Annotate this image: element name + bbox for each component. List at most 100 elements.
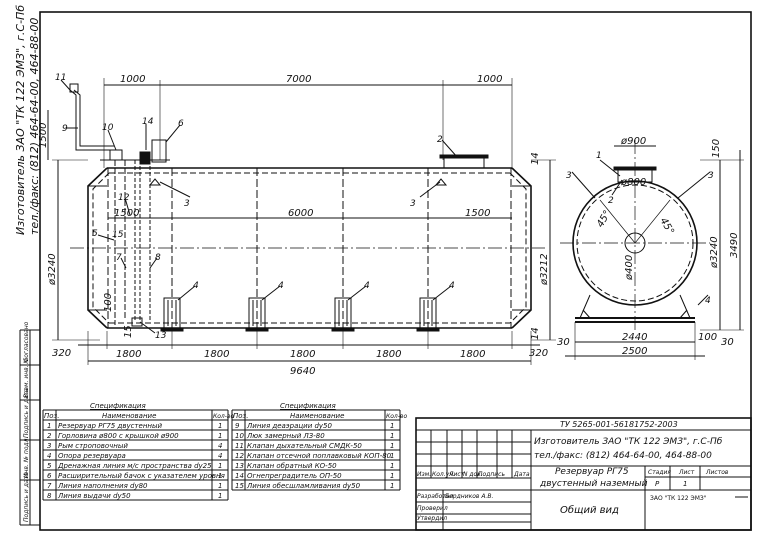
change-header-ndok: N док. xyxy=(463,471,483,478)
maker-line1: Изготовитель ЗАО "ТК 122 ЭМЗ", г.С-Пб xyxy=(534,437,723,447)
spec-right-row-pos: 9 xyxy=(235,422,240,430)
support-2 xyxy=(245,297,269,332)
spec-left-row-pos: 2 xyxy=(47,432,52,440)
callout-end-2: 2 xyxy=(608,196,614,206)
dim-bot-1800-d: 1800 xyxy=(376,349,401,360)
sheets-header: Листов xyxy=(705,469,729,476)
dim-d3212: ø3212 xyxy=(539,253,550,286)
spec-right-row-name: Клапан дыхательный СМДК-50 xyxy=(247,442,362,450)
spec-right-row-qty: 1 xyxy=(390,432,394,440)
spec-right-row-qty: 1 xyxy=(390,482,394,490)
spec-right-title: Спецификация xyxy=(280,402,336,410)
change-header-kol: Кол.уч. xyxy=(432,471,455,478)
dim-end-2500: 2500 xyxy=(622,346,647,357)
lifting-eye-right xyxy=(434,178,448,186)
spec-right-row-pos: 15 xyxy=(235,482,244,490)
change-header-sign: Подпись xyxy=(478,471,505,478)
dim-100: 100 xyxy=(103,293,114,312)
sheet-value: 1 xyxy=(683,480,687,488)
dim-end-3490: 3490 xyxy=(729,233,740,258)
spec-left-row-pos: 5 xyxy=(47,462,52,470)
manhole xyxy=(439,154,489,169)
sheet-frame xyxy=(39,11,752,531)
spec-left-row-name: Резервуар РГ75 двустенный xyxy=(58,422,163,430)
spec-left-row-qty: 4 xyxy=(218,442,222,450)
strip-label-4: Инв. № подл. xyxy=(23,437,30,478)
spec-left-row-qty: 1 xyxy=(218,492,222,500)
dim-end-d3240: ø3240 xyxy=(709,236,720,269)
side-maker-line1: Изготовитель ЗАО "ТК 122 ЭМЗ", г.С-Пб xyxy=(14,5,27,235)
callout-4-a: 4 xyxy=(193,281,199,291)
dim-end-d800: ø800 xyxy=(620,177,646,188)
spec-left-row-qty: 1 xyxy=(218,432,222,440)
callout-8: 8 xyxy=(155,253,161,263)
change-header-izm: Изм. xyxy=(417,471,431,478)
callout-11: 11 xyxy=(55,73,66,83)
dim-14-bottom: 14 xyxy=(530,327,541,340)
spec-left-row-name: Линия наполнения dy80 xyxy=(57,482,148,490)
spec-left-row-name: Дренажная линия м/с пространства dy25 xyxy=(57,462,212,470)
dim-bot-1800-c: 1800 xyxy=(290,349,315,360)
dim-end-100: 100 xyxy=(698,332,717,343)
tank-end-view xyxy=(560,140,744,360)
spec-right-header-pos: Поз. xyxy=(233,412,249,420)
dim-end-150: 150 xyxy=(711,139,722,158)
spec-left-header-name: Наименование xyxy=(102,412,156,420)
spec-right-row-pos: 10 xyxy=(235,432,244,440)
dim-inner-6000: 6000 xyxy=(288,208,313,219)
doc-code: ТУ 5265-001-56181752-2003 xyxy=(560,420,678,429)
spec-right-row-qty: 1 xyxy=(390,462,394,470)
dim-end-d900: ø900 xyxy=(620,136,646,147)
change-header-date: Дата xyxy=(513,471,530,478)
spec-right-row-name: Линия обесшламливания dy50 xyxy=(246,482,361,490)
spec-left-row-pos: 4 xyxy=(47,452,51,460)
developer-name: Бердников А.В. xyxy=(445,493,493,500)
spec-right-row-pos: 11 xyxy=(235,442,244,450)
spec-left-row-pos: 7 xyxy=(47,482,52,490)
dim-end-45-right: 45° xyxy=(657,216,675,237)
dim-end-2440: 2440 xyxy=(622,332,647,343)
spec-right-row-pos: 13 xyxy=(235,462,244,470)
spec-right-row-pos: 12 xyxy=(235,452,244,460)
side-maker-line2: тел./факс: (812) 464-64-00, 464-88-00 xyxy=(28,18,41,235)
dim-top-1000-right: 1000 xyxy=(477,74,502,85)
dim-14-top: 14 xyxy=(530,152,541,165)
spec-right-row-name: Люк замерный ЛЗ-80 xyxy=(246,432,325,440)
callout-end-3-left: 3 xyxy=(566,171,572,181)
spec-left-row-qty: 1 xyxy=(218,472,222,480)
spec-right-header-name: Наименование xyxy=(290,412,344,420)
change-header-list: Лист xyxy=(448,471,465,478)
spec-right-row-pos: 14 xyxy=(235,472,244,480)
spec-right-row-qty: 1 xyxy=(390,422,394,430)
role-developer: Разработал xyxy=(417,493,454,500)
dim-total-9640: 9640 xyxy=(290,366,315,377)
callout-end-3-right: 3 xyxy=(708,171,714,181)
spec-left-row-qty: 1 xyxy=(218,462,222,470)
tank-side-view xyxy=(47,78,556,365)
callout-4-b: 4 xyxy=(278,281,284,291)
callout-3-right: 3 xyxy=(410,199,416,209)
dim-bot-320-left: 320 xyxy=(52,348,71,359)
lifting-eye-left xyxy=(148,178,162,186)
spec-left-row-pos: 1 xyxy=(47,422,51,430)
dim-end-30-right: 30 xyxy=(721,337,734,348)
stage-value: Р xyxy=(655,480,660,488)
pipework xyxy=(69,83,170,327)
callout-5: 5 xyxy=(92,229,98,239)
role-checker: Проверил xyxy=(417,505,448,512)
callout-15: 15 xyxy=(112,230,124,240)
dim-end-45-left: 45° xyxy=(595,209,613,230)
callout-3-left: 3 xyxy=(184,199,190,209)
sheet-header: Лист xyxy=(678,469,695,476)
dim-inner-1500-right: 1500 xyxy=(465,208,490,219)
spec-right-row-name: Огнепреградитель ОП-50 xyxy=(247,472,342,480)
view-name: Общий вид xyxy=(560,504,619,516)
callout-12: 12 xyxy=(118,193,130,203)
spec-left-row-qty: 1 xyxy=(218,482,222,490)
company-name: ЗАО "ТК 122 ЭМЗ" xyxy=(650,495,707,502)
support-4 xyxy=(416,297,440,332)
spec-table-right-grid xyxy=(231,409,401,491)
spec-left-header-pos: Поз. xyxy=(44,412,60,420)
callout-9: 9 xyxy=(62,124,68,134)
